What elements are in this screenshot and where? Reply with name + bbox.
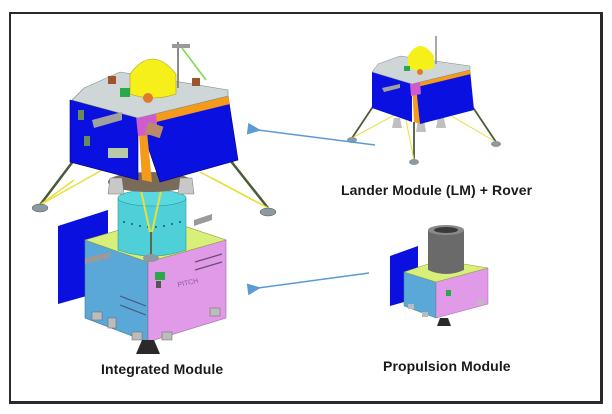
lander-module-label: Lander Module (LM) + Rover	[341, 182, 533, 198]
pitch-marking: PITCH	[177, 278, 199, 289]
lander-module-illustration	[347, 36, 501, 165]
integrated-module-illustration: PITCH	[31, 42, 277, 354]
arrow-propulsion-to-integrated	[246, 272, 370, 296]
propulsion-module-label: Propulsion Module	[383, 358, 511, 374]
propulsion-module-illustration	[390, 225, 489, 326]
integrated-module-label: Integrated Module	[101, 361, 224, 377]
arrow-lander-to-integrated	[246, 122, 376, 146]
